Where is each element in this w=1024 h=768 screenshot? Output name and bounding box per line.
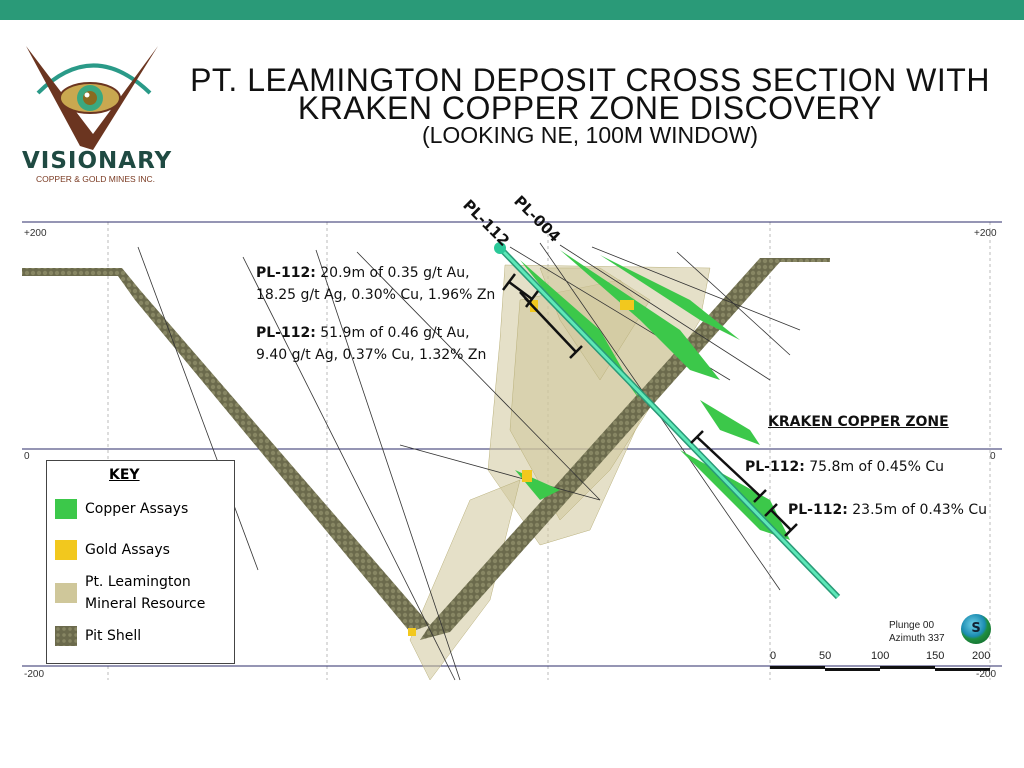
legend-label: Pit Shell — [85, 628, 142, 644]
annotation-text: 20.9m of 0.35 g/t Au, — [315, 265, 470, 281]
kraken-zone-label: KRAKEN COPPER ZONE — [768, 414, 949, 430]
axis-label-left-top: +200 — [24, 228, 47, 239]
annotation-text: 9.40 g/t Ag, 0.37% Cu, 1.32% Zn — [256, 347, 487, 363]
plunge-text: Plunge 00 — [889, 620, 935, 631]
annotation-text: 23.5m of 0.43% Cu — [847, 502, 988, 518]
legend-label: Copper Assays — [85, 501, 189, 517]
logo-tagline: COPPER & GOLD MINES INC. — [36, 174, 156, 184]
scale-tick: 200 — [972, 650, 991, 662]
legend-label-line1: Pt. Leamington — [85, 574, 191, 590]
copper-swatch — [55, 499, 77, 519]
axis-label-right-mid: 0 — [990, 451, 996, 462]
annotation-hole: PL-112: — [788, 502, 848, 518]
title-line-1: PT. LEAMINGTON DEPOSIT CROSS SECTION WIT… — [190, 62, 990, 98]
pit-shell — [22, 258, 830, 640]
axis-label-right-top: +200 — [974, 228, 997, 239]
annotation-text: 75.8m of 0.45% Cu — [804, 459, 945, 475]
annotation-intercept-1: PL-112: 20.9m of 0.35 g/t Au, 18.25 g/t … — [256, 262, 495, 306]
annotation-hole: PL-112: — [256, 325, 316, 341]
axis-label-left-mid: 0 — [24, 451, 30, 462]
legend-label: Gold Assays — [85, 542, 170, 558]
annotation-text: 18.25 g/t Ag, 0.30% Cu, 1.96% Zn — [256, 287, 496, 303]
drillholes — [137, 242, 801, 681]
legend-label-line2: Mineral Resource — [85, 596, 206, 612]
orientation-info: Plunge 00 Azimuth 337 — [889, 619, 945, 645]
scale-tick: 0 — [770, 650, 777, 662]
legend: KEY Copper Assays Gold Assays Pt. Leamin… — [46, 460, 235, 664]
legend-item-copper: Copper Assays — [55, 498, 188, 520]
legend-title: KEY — [109, 467, 140, 483]
scale-tick: 150 — [926, 650, 945, 662]
axis-label-left-bottom: -200 — [24, 669, 45, 680]
legend-item-gold: Gold Assays — [55, 539, 170, 561]
annotation-intercept-2: PL-112: 51.9m of 0.46 g/t Au, 9.40 g/t A… — [256, 322, 486, 366]
drillhole-pl-112 — [494, 242, 841, 600]
annotation-text: 51.9m of 0.46 g/t Au, — [315, 325, 470, 341]
annotation-intercept-4: PL-112: 23.5m of 0.43% Cu — [788, 499, 987, 521]
orientation-compass-icon: S — [961, 614, 991, 644]
axis-label-right-bottom: -200 — [976, 669, 997, 680]
legend-item-pit-shell: Pit Shell — [55, 625, 141, 647]
page-subtitle: (LOOKING NE, 100M WINDOW) — [421, 122, 759, 148]
annotation-hole: PL-112: — [256, 265, 316, 281]
annotation-hole: PL-112: — [745, 459, 805, 475]
intercept-brackets — [502, 273, 798, 537]
scale-bar — [770, 666, 990, 671]
logo-name: VISIONARY — [22, 148, 173, 174]
page-title: PT. LEAMINGTON DEPOSIT CROSS SECTION WIT… — [180, 62, 1000, 126]
scale-tick: 50 — [819, 650, 832, 662]
resource-swatch — [55, 583, 77, 603]
title-line-2: KRAKEN COPPER ZONE DISCOVERY — [297, 90, 883, 126]
visionary-logo — [26, 46, 158, 150]
scale-tick: 100 — [871, 650, 890, 662]
top-banner — [0, 0, 1024, 20]
pit-shell-swatch — [55, 626, 77, 646]
annotation-intercept-3: PL-112: 75.8m of 0.45% Cu — [745, 456, 944, 478]
azimuth-text: Azimuth 337 — [889, 633, 945, 644]
gold-swatch — [55, 540, 77, 560]
